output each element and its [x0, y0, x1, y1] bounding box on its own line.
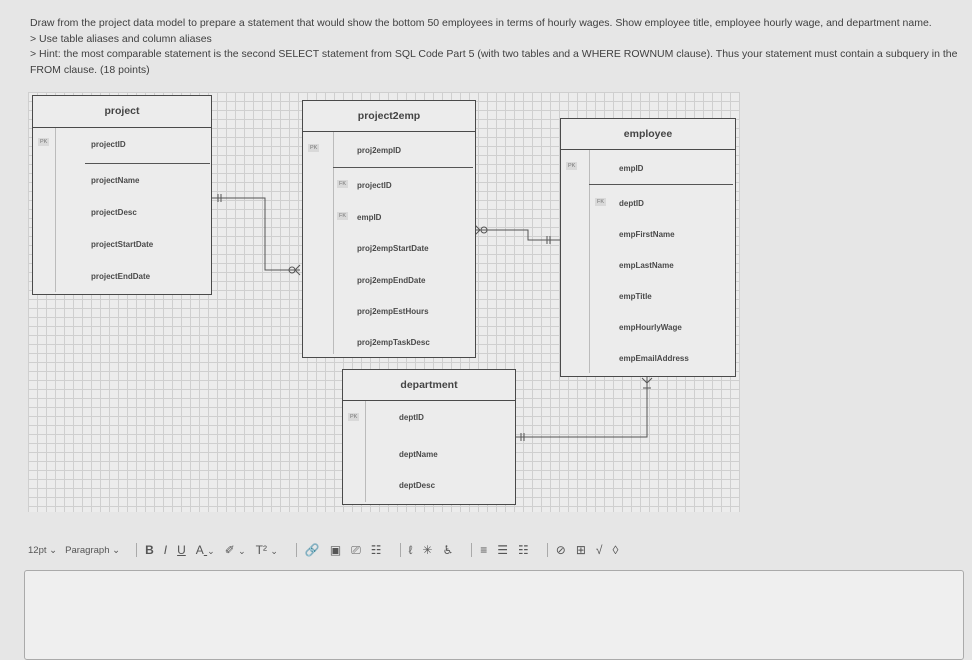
question-line-3: > Hint: the most comparable statement is…	[30, 48, 958, 60]
accessibility-icon[interactable]: ♿	[442, 543, 454, 557]
chevron-down-icon: ⌄	[270, 546, 278, 556]
question-line-4-text: FROM clause.	[30, 63, 98, 76]
chevron-down-icon: ⌄	[238, 546, 246, 556]
key-column	[33, 128, 56, 292]
pk-badge: PK	[348, 413, 360, 421]
toolbar-divider	[471, 543, 473, 557]
attr-projectEndDate: projectEndDate	[91, 272, 151, 281]
key-column	[303, 132, 334, 354]
special-char-icon[interactable]: ℓ	[408, 543, 413, 557]
question-points: (18 points)	[100, 63, 150, 76]
attr-empTitle: empTitle	[619, 292, 652, 301]
html-icon[interactable]: ◊	[612, 543, 619, 557]
attr-proj2empID: proj2empID	[357, 146, 402, 155]
superscript-button[interactable]: T² ⌄	[256, 543, 278, 557]
bold-button[interactable]: B	[145, 543, 154, 557]
question-line-2: > Use table aliases and column aliases	[30, 32, 212, 45]
pk-badge: PK	[308, 144, 320, 152]
entity-employee[interactable]: employee PK empID FK deptID empFirstName…	[560, 118, 736, 377]
entity-title: department	[343, 370, 515, 401]
superscript-icon: T²	[255, 543, 267, 557]
editor-toolbar: 12pt ⌄ Paragraph ⌄ B I U A ⌄ ✐ ⌄ T² ⌄ 🔗 …	[28, 538, 972, 562]
paragraph-select[interactable]: Paragraph ⌄	[65, 545, 120, 556]
clear-format-icon[interactable]: ⊘	[555, 543, 566, 557]
entity-title: employee	[561, 119, 735, 150]
image-icon[interactable]: ▣	[329, 543, 342, 557]
attr-projectID: projectID	[91, 140, 126, 149]
font-size-select[interactable]: 12pt ⌄	[28, 545, 57, 556]
entity-title: project	[33, 96, 211, 128]
pk-separator	[333, 167, 473, 168]
italic-button[interactable]: I	[163, 543, 168, 557]
attr-proj2empTaskDesc: proj2empTaskDesc	[357, 338, 430, 347]
pk-badge: PK	[38, 138, 50, 146]
attr-projectID: projectID	[357, 181, 392, 190]
math-icon[interactable]: √	[595, 543, 603, 557]
attr-projectStartDate: projectStartDate	[91, 240, 154, 249]
emoji-icon[interactable]: ✳	[422, 543, 433, 557]
fk-badge: FK	[337, 212, 349, 220]
entity-body: PK empID FK deptID empFirstName empLastN…	[561, 150, 735, 373]
toolbar-divider	[136, 543, 138, 557]
question-line-4: FROM clause. (18 points)	[30, 63, 960, 79]
answer-editor[interactable]	[24, 570, 964, 660]
fk-badge: FK	[595, 198, 607, 206]
attr-proj2empStartDate: proj2empStartDate	[357, 244, 429, 253]
entity-project[interactable]: project PK projectID projectName project…	[32, 95, 212, 295]
entity-title: project2emp	[303, 101, 475, 132]
attr-empFirstName: empFirstName	[619, 230, 675, 239]
chevron-down-icon: ⌄	[49, 544, 58, 556]
text-color-icon: A	[195, 543, 204, 557]
attr-deptDesc: deptDesc	[399, 481, 436, 490]
toolbar-divider	[546, 543, 548, 557]
attr-deptID: deptID	[399, 413, 424, 422]
entity-body: PK deptID deptName deptDesc	[343, 401, 515, 502]
key-column	[343, 401, 366, 502]
entity-body: PK proj2empID FK projectID FK empID proj…	[303, 132, 475, 354]
chevron-down-icon: ⌄	[112, 544, 121, 556]
attr-deptName: deptName	[399, 450, 438, 459]
attr-projectDesc: projectDesc	[91, 208, 137, 217]
attr-empHourlyWage: empHourlyWage	[619, 323, 682, 332]
document-icon[interactable]: ☷	[370, 543, 382, 557]
highlight-icon: ✐	[224, 543, 235, 557]
question-line-1: Draw from the project data model to prep…	[30, 17, 932, 29]
chevron-down-icon: ⌄	[207, 546, 215, 556]
question-text: Draw from the project data model to prep…	[30, 16, 960, 78]
attr-empEmailAddress: empEmailAddress	[619, 354, 689, 363]
pk-separator	[589, 184, 733, 185]
link-icon[interactable]: 🔗	[304, 543, 320, 557]
attr-empID: empID	[357, 213, 382, 222]
pk-separator	[85, 163, 210, 164]
attr-empID: empID	[619, 164, 644, 173]
font-size-value: 12pt	[28, 544, 47, 556]
attr-proj2empEstHours: proj2empEstHours	[357, 307, 429, 316]
table-icon[interactable]: ⊞	[575, 543, 586, 557]
pk-badge: PK	[566, 162, 578, 170]
key-column	[561, 150, 590, 373]
numbered-list-icon[interactable]: ☷	[518, 543, 529, 557]
attr-deptID: deptID	[619, 199, 644, 208]
attr-projectName: projectName	[91, 176, 140, 185]
highlight-button[interactable]: ✐ ⌄	[225, 543, 246, 557]
bullet-list-icon[interactable]: ☰	[497, 543, 509, 557]
paragraph-value: Paragraph	[65, 544, 110, 556]
toolbar-divider	[399, 543, 401, 557]
toolbar-divider	[295, 543, 297, 557]
text-color-button[interactable]: A ⌄	[196, 543, 215, 557]
fk-badge: FK	[337, 180, 349, 188]
media-icon[interactable]: ⎚	[351, 542, 361, 557]
attr-proj2empEndDate: proj2empEndDate	[357, 276, 426, 285]
entity-body: PK projectID projectName projectDesc pro…	[33, 128, 211, 292]
align-icon[interactable]: ≡	[480, 543, 488, 557]
entity-department[interactable]: department PK deptID deptName deptDesc	[342, 369, 516, 505]
attr-empLastName: empLastName	[619, 261, 674, 270]
entity-project2emp[interactable]: project2emp PK proj2empID FK projectID F…	[302, 100, 476, 358]
underline-button[interactable]: U	[177, 543, 186, 557]
